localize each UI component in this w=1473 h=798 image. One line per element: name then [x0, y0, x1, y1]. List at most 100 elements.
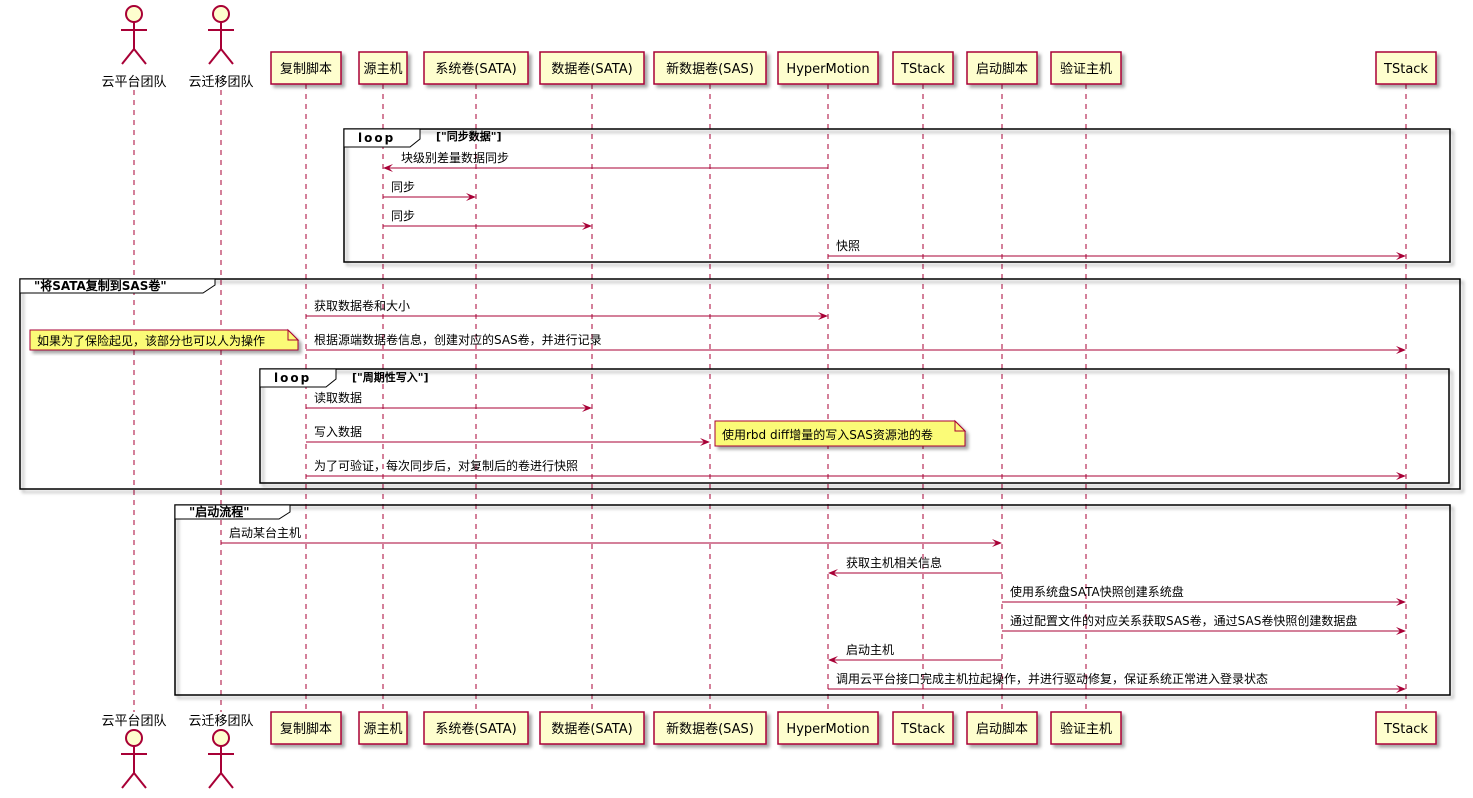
participant-label: TStack [1383, 62, 1428, 77]
frame-condition: ["同步数据"] [436, 129, 502, 143]
arrowhead [1396, 472, 1406, 480]
message-label: 调用云平台接口完成主机拉起操作，并进行驱动修复，保证系统正常进入登录状态 [836, 671, 1268, 686]
actor-label: 云迁移团队 [188, 714, 253, 729]
message-arrow: 通过配置文件的对应关系获取SAS卷，通过SAS卷快照创建数据盘 [1002, 613, 1406, 635]
arrowhead [1396, 598, 1406, 606]
message-label: 同步 [391, 209, 415, 223]
participant-label: TStack [900, 722, 945, 737]
message-label: 同步 [391, 180, 415, 194]
participant-label: 源主机 [363, 62, 402, 77]
actor-icon [212, 5, 230, 23]
participant-bottom: HyperMotion [777, 711, 879, 745]
message-arrow: 启动某台主机 [221, 525, 1002, 547]
actor-label: 云平台团队 [101, 75, 166, 90]
actor-bottom: 云迁移团队 [188, 714, 254, 789]
participant-top: 系统卷(SATA) [423, 51, 529, 85]
arrowhead [1396, 252, 1406, 260]
message-arrow: 使用系统盘SATA快照创建系统盘 [1002, 584, 1406, 606]
participant-top: 源主机 [358, 51, 408, 85]
participant-label: 系统卷(SATA) [435, 61, 516, 77]
arrowhead [828, 656, 838, 664]
message-label: 启动主机 [846, 643, 894, 657]
participant-label: 启动脚本 [976, 61, 1028, 77]
arrowhead [992, 539, 1002, 547]
participant-label: 源主机 [363, 722, 402, 737]
message-arrow: 获取数据卷和大小 [306, 298, 828, 320]
message-label: 根据源端数据卷信息，创建对应的SAS卷，并进行记录 [314, 332, 602, 347]
participant-label: TStack [900, 62, 945, 77]
participant-top: 验证主机 [1050, 51, 1122, 85]
message-label: 读取数据 [314, 390, 362, 405]
participant-label: HyperMotion [786, 62, 869, 77]
arrowhead [1396, 685, 1406, 693]
participant-top: TStack [892, 51, 954, 85]
frame-tab-label: "将SATA复制到SAS卷" [34, 278, 167, 293]
note-rbd-diff: 使用rbd diff增量的写入SAS资源池的卷 [714, 419, 967, 447]
participant-top: TStack [1375, 51, 1437, 85]
group-frame-boot: "启动流程" [174, 504, 1451, 696]
actor-icon [125, 729, 143, 747]
arrowhead [1396, 627, 1406, 635]
message-arrow: 块级别差量数据同步 [383, 150, 828, 172]
participant-label: 复制脚本 [280, 61, 332, 77]
frame-condition: ["周期性写入"] [352, 370, 429, 384]
actor-icon [125, 5, 143, 23]
message-label: 启动某台主机 [229, 525, 301, 540]
message-arrow: 根据源端数据卷信息，创建对应的SAS卷，并进行记录 [306, 332, 1406, 354]
participant-bottom: TStack [1375, 711, 1437, 745]
participant-top: 数据卷(SATA) [539, 51, 645, 85]
participants: 云平台团队云平台团队云迁移团队云迁移团队复制脚本复制脚本源主机源主机系统卷(SA… [101, 5, 1437, 789]
arrowhead [582, 222, 592, 230]
frame-tab-label: loop [358, 131, 395, 145]
arrowhead [582, 404, 592, 412]
message-arrow: 写入数据 [306, 424, 710, 446]
note-text: 如果为了保险起见，该部分也可以人为操作 [37, 333, 265, 348]
message-label: 获取数据卷和大小 [314, 298, 410, 313]
message-arrow: 同步 [383, 209, 592, 230]
message-label: 写入数据 [314, 424, 362, 439]
actor-top: 云平台团队 [101, 5, 167, 90]
participant-label: 验证主机 [1060, 61, 1112, 77]
message-label: 使用系统盘SATA快照创建系统盘 [1010, 584, 1184, 599]
group-frame-copy: "将SATA复制到SAS卷" [19, 278, 1461, 490]
message-arrow: 快照 [828, 239, 1406, 260]
message-arrow: 为了可验证，每次同步后，对复制后的卷进行快照 [306, 458, 1406, 480]
message-arrow: 调用云平台接口完成主机拉起操作，并进行驱动修复，保证系统正常进入登录状态 [828, 671, 1406, 693]
actor-icon [212, 729, 230, 747]
participant-bottom: 源主机 [358, 711, 408, 745]
participant-label: 数据卷(SATA) [551, 61, 632, 77]
arrowhead [1396, 346, 1406, 354]
participant-label: 数据卷(SATA) [551, 721, 632, 737]
participant-label: 新数据卷(SAS) [666, 61, 754, 77]
messages: 块级别差量数据同步同步同步快照获取数据卷和大小根据源端数据卷信息，创建对应的SA… [221, 150, 1406, 693]
participant-label: 复制脚本 [280, 721, 332, 737]
message-label: 获取主机相关信息 [846, 555, 942, 570]
participant-label: 验证主机 [1060, 721, 1112, 737]
message-arrow: 启动主机 [828, 643, 1002, 664]
message-label: 通过配置文件的对应关系获取SAS卷，通过SAS卷快照创建数据盘 [1010, 613, 1357, 628]
participant-label: HyperMotion [786, 722, 869, 737]
participant-bottom: 验证主机 [1050, 711, 1122, 745]
participant-bottom: 复制脚本 [270, 711, 342, 745]
message-arrow: 获取主机相关信息 [828, 555, 1002, 577]
arrowhead [828, 569, 838, 577]
message-label: 块级别差量数据同步 [401, 150, 509, 165]
arrowhead [700, 438, 710, 446]
message-arrow: 同步 [383, 180, 476, 201]
participant-top: 启动脚本 [966, 51, 1038, 85]
frame-tab-label: "启动流程" [189, 504, 250, 519]
actor-label: 云迁移团队 [188, 75, 253, 90]
participant-top: HyperMotion [777, 51, 879, 85]
actor-label: 云平台团队 [101, 714, 166, 729]
participant-label: TStack [1383, 722, 1428, 737]
note-text: 使用rbd diff增量的写入SAS资源池的卷 [722, 427, 933, 442]
arrowhead [383, 164, 393, 172]
participant-label: 启动脚本 [976, 721, 1028, 737]
message-label: 快照 [836, 239, 860, 253]
participant-bottom: 数据卷(SATA) [539, 711, 645, 745]
frame-tab-label: loop [274, 371, 311, 385]
message-label: 为了可验证，每次同步后，对复制后的卷进行快照 [314, 458, 578, 473]
participant-label: 新数据卷(SAS) [666, 721, 754, 737]
participant-top: 复制脚本 [270, 51, 342, 85]
